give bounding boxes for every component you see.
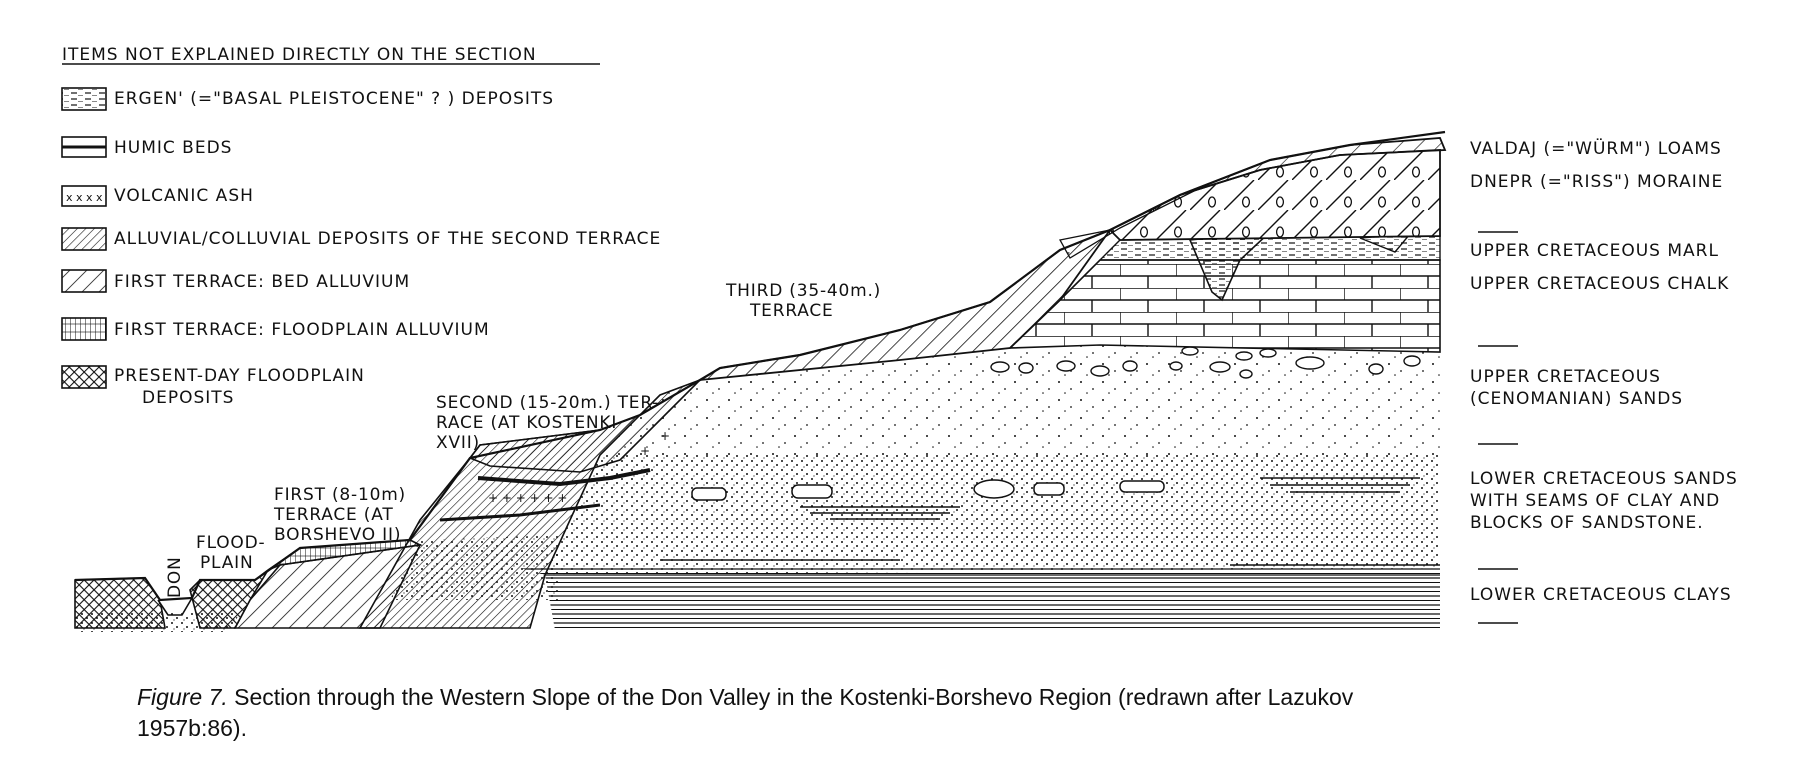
caption-figure-label: Figure 7.: [137, 684, 228, 710]
legend: ITEMS NOT EXPLAINED DIRECTLY ON THE SECT…: [61, 45, 661, 408]
legend-label-humic: HUMIC BEDS: [114, 138, 232, 158]
diagonal-hatch-icon: [61, 269, 107, 293]
legend-heading: ITEMS NOT EXPLAINED DIRECTLY ON THE SECT…: [62, 45, 537, 65]
label-second-terrace-2: RACE (AT KOSTENKI: [436, 413, 617, 433]
stratum-lower-sands-3: BLOCKS OF SANDSTONE.: [1470, 513, 1704, 533]
label-first-terrace-2: TERRACE (AT: [273, 505, 394, 525]
crosshatch-icon: [61, 365, 107, 389]
label-first-terrace-1: FIRST (8-10m): [274, 485, 406, 505]
legend-label-ergen: ERGEN' (="BASAL PLEISTOCENE" ? ) DEPOSIT…: [114, 89, 554, 109]
strata-labels: VALDAJ (="WÜRM") LOAMS DNEPR (="RISS") M…: [1470, 137, 1738, 624]
humic-bed-1: [477, 468, 651, 487]
dense-hatch-icon: [61, 227, 107, 251]
sandstone-blocks: [691, 479, 1165, 501]
legend-item-bed-alluvium: FIRST TERRACE: BED ALLUVIUM: [61, 269, 410, 293]
label-third-terrace-1: THIRD (35-40m.): [725, 281, 881, 301]
section-labels: THIRD (35-40m.) TERRACE SECOND (15-20m.)…: [165, 281, 881, 598]
label-third-terrace-2: TERRACE: [749, 301, 834, 321]
label-floodplain-1: FLOOD-: [196, 533, 265, 553]
stratum-cenomanian-2: (CENOMANIAN) SANDS: [1470, 389, 1683, 409]
geologic-section: + + + + + + + +: [74, 130, 1447, 632]
legend-label-floodplain-alluvium: FIRST TERRACE: FLOODPLAIN ALLUVIUM: [114, 320, 490, 340]
lower-cretaceous-sands: [545, 455, 1440, 575]
label-first-terrace-3: BORSHEVO II): [274, 525, 401, 545]
legend-item-ash: x x x x VOLCANIC ASH: [61, 185, 254, 207]
label-don-river: DON: [165, 556, 185, 598]
legend-label-bed-alluvium: FIRST TERRACE: BED ALLUVIUM: [114, 272, 410, 292]
lower-cretaceous-clays: [520, 568, 1440, 630]
stratum-chalk: UPPER CRETACEOUS CHALK: [1470, 274, 1729, 294]
label-floodplain-2: PLAIN: [200, 553, 253, 573]
svg-text:+: +: [660, 429, 670, 443]
legend-item-floodplain-alluvium: FIRST TERRACE: FLOODPLAIN ALLUVIUM: [61, 317, 490, 341]
legend-label-present-floodplain: PRESENT-DAY FLOODPLAIN: [114, 366, 365, 386]
cenomanian-sands: [600, 345, 1440, 455]
stratum-cenomanian-1: UPPER CRETACEOUS: [1470, 367, 1661, 387]
stratum-lower-sands-2: WITH SEAMS OF CLAY AND: [1470, 491, 1720, 511]
caption-line-2: 1957b:86).: [137, 715, 247, 741]
cenomanian-nodules: [990, 346, 1421, 379]
cross-row-icon: [61, 185, 107, 207]
legend-label-ash: VOLCANIC ASH: [114, 186, 254, 206]
second-terrace-ash: + + + + + + + +: [488, 429, 670, 505]
legend-item-humic: HUMIC BEDS: [61, 136, 232, 158]
legend-item-ergen: ERGEN' (="BASAL PLEISTOCENE" ? ) DEPOSIT…: [61, 87, 554, 111]
label-second-terrace-3: XVII): [436, 433, 480, 453]
second-terrace-gravel: [390, 535, 560, 600]
dash-icon: [61, 87, 107, 111]
clay-seams: [660, 477, 1440, 566]
ground-surface: [74, 130, 1446, 602]
legend-item-alluvial: ALLUVIAL/COLLUVIAL DEPOSITS OF THE SECON…: [61, 227, 661, 251]
floodplain-base: [75, 612, 240, 632]
svg-text:+ + + + + +: + + + + + +: [488, 491, 567, 505]
caption-line-1: Figure 7. Section through the Western Sl…: [137, 684, 1354, 710]
vertical-hatch-icon: [61, 317, 107, 341]
svg-text:x x x x: x x x x: [66, 191, 103, 204]
legend-label-present-floodplain-2: DEPOSITS: [142, 388, 234, 408]
figure-caption: Figure 7. Section through the Western Sl…: [137, 684, 1354, 741]
second-terrace-top-hatch: [468, 379, 701, 473]
legend-item-present-floodplain: PRESENT-DAY FLOODPLAIN DEPOSITS: [61, 365, 365, 408]
humic-bed-2: [439, 503, 601, 522]
svg-text:+: +: [640, 444, 650, 458]
stratum-dnepr: DNEPR (="RISS") MORAINE: [1470, 172, 1723, 192]
stratum-lower-clays: LOWER CRETACEOUS CLAYS: [1470, 585, 1732, 605]
stratum-valdaj: VALDAJ (="WÜRM") LOAMS: [1470, 137, 1722, 159]
label-second-terrace-1: SECOND (15-20m.) TER-: [436, 393, 659, 413]
stratum-lower-sands-1: LOWER CRETACEOUS SANDS: [1470, 469, 1738, 489]
caption-text-1: Section through the Western Slope of the…: [228, 684, 1354, 710]
legend-label-alluvial: ALLUVIAL/COLLUVIAL DEPOSITS OF THE SECON…: [114, 229, 661, 249]
stratum-marl: UPPER CRETACEOUS MARL: [1470, 241, 1719, 261]
